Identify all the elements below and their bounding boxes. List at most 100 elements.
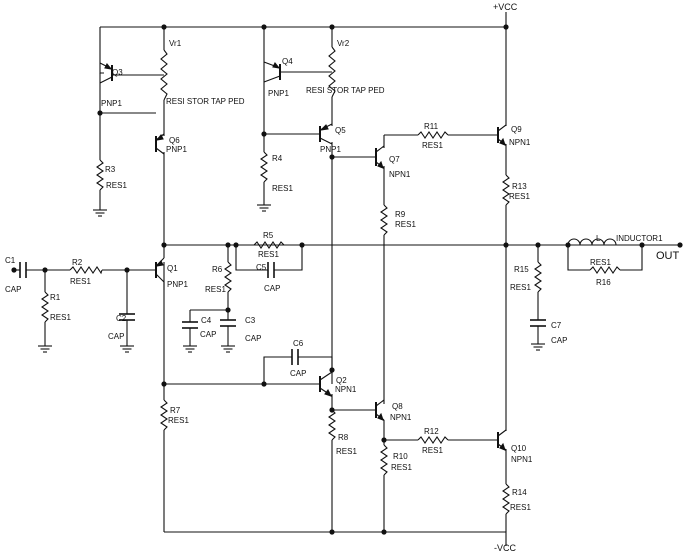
r2-ref: R2	[72, 258, 83, 267]
transistor-q5	[319, 123, 333, 145]
r4-model: RES1	[272, 184, 293, 193]
capacitor-c5	[267, 262, 275, 278]
vr1-ref: Vr1	[169, 39, 182, 48]
capacitor-c7	[530, 319, 546, 327]
ground-symbol	[220, 345, 236, 353]
transistor-q9	[497, 124, 507, 146]
q7-ref: Q7	[389, 155, 400, 164]
r6-model: RES1	[205, 285, 226, 294]
c7-ref: C7	[551, 321, 562, 330]
r13-ref: R13	[512, 182, 527, 191]
out-label: OUT	[656, 250, 680, 262]
transistor-q8	[375, 399, 385, 421]
transistors	[99, 61, 507, 451]
capacitor-c2	[119, 313, 135, 321]
resistor-r3	[96, 159, 104, 191]
c6-ref: C6	[293, 339, 304, 348]
transistor-q2	[319, 371, 333, 397]
q3-model: PNP1	[101, 99, 122, 108]
resistor-r9	[380, 204, 388, 236]
q7-model: NPN1	[389, 170, 411, 179]
vcc-pos-label: +VCC	[493, 2, 518, 12]
c2-model: CAP	[108, 332, 124, 341]
q10-ref: Q10	[511, 444, 527, 453]
junction-dots	[11, 24, 683, 535]
q8-ref: Q8	[392, 402, 403, 411]
ground-symbol	[92, 209, 108, 217]
resistor-r16	[589, 266, 621, 274]
resistor-r2	[69, 266, 103, 275]
wiring	[14, 12, 680, 546]
r11-model: RES1	[422, 141, 443, 150]
ground-symbol	[256, 204, 272, 212]
resistor-r10	[380, 444, 388, 476]
resistor-vr2	[328, 46, 336, 98]
vcc-neg-label: -VCC	[494, 543, 516, 553]
resistor-r13	[502, 174, 510, 206]
c3-ref: C3	[245, 316, 256, 325]
vr2-model: RESI STOR TAP PED	[306, 86, 385, 95]
r16-ref: R16	[596, 278, 611, 287]
resistor-r15	[534, 261, 542, 293]
r7-model: RES1	[168, 416, 189, 425]
q6-model: PNP1	[166, 145, 187, 154]
resistor-r11	[417, 131, 449, 139]
c1-model: CAP	[5, 285, 21, 294]
r10-ref: R10	[393, 452, 408, 461]
r1-model: RES1	[50, 313, 71, 322]
q5-model: PNP1	[320, 145, 341, 154]
r3-ref: R3	[105, 165, 116, 174]
resistor-r7	[160, 399, 168, 431]
r7-ref: R7	[170, 406, 181, 415]
r16-model: RES1	[590, 258, 611, 267]
resistor-r5	[253, 241, 285, 249]
q3-ref: Q3	[112, 68, 123, 77]
r15-ref: R15	[514, 265, 529, 274]
r14-model: RES1	[510, 503, 531, 512]
resistor-r12	[417, 436, 449, 444]
r9-ref: R9	[395, 210, 406, 219]
q4-model: PNP1	[268, 89, 289, 98]
r4-ref: R4	[272, 154, 283, 163]
transistor-q1	[155, 245, 165, 290]
ground-symbol	[119, 345, 135, 353]
q4-ref: Q4	[282, 57, 293, 66]
capacitor-c3	[220, 319, 236, 327]
c4-ref: C4	[201, 316, 212, 325]
vr2-ref: Vr2	[337, 39, 350, 48]
labels: +VCC -VCC OUT Vr1 RESI STOR TAP PED Vr2 …	[5, 2, 680, 553]
c6-model: CAP	[290, 369, 306, 378]
r1-ref: R1	[50, 293, 61, 302]
resistors	[41, 46, 621, 515]
r2-model: RES1	[70, 277, 91, 286]
r11-ref: R11	[424, 122, 439, 131]
q1-ref: Q1	[167, 264, 178, 273]
q2-model: NPN1	[335, 385, 357, 394]
resistor-r8	[328, 409, 336, 441]
r5-model: RES1	[258, 250, 279, 259]
resistor-r6	[224, 261, 232, 293]
transistor-q10	[497, 429, 507, 451]
c2-ref: C2	[116, 314, 127, 323]
r8-model: RES1	[336, 447, 357, 456]
resistor-vr1	[160, 49, 168, 101]
q6-ref: Q6	[169, 136, 180, 145]
transistor-q3	[99, 62, 113, 84]
ground-symbol	[37, 345, 53, 353]
q1-model: PNP1	[167, 280, 188, 289]
capacitor-c1	[19, 262, 27, 278]
r9-model: RES1	[395, 220, 416, 229]
q8-model: NPN1	[390, 413, 412, 422]
r10-model: RES1	[391, 463, 412, 472]
resistor-r4	[260, 151, 268, 183]
r3-model: RES1	[106, 181, 127, 190]
inductor-l	[567, 238, 617, 246]
capacitor-c6	[291, 349, 299, 365]
r6-ref: R6	[212, 265, 223, 274]
c1-ref: C1	[5, 256, 16, 265]
r14-ref: R14	[512, 488, 527, 497]
capacitors	[19, 262, 546, 365]
r8-ref: R8	[338, 433, 349, 442]
c3-model: CAP	[245, 334, 261, 343]
